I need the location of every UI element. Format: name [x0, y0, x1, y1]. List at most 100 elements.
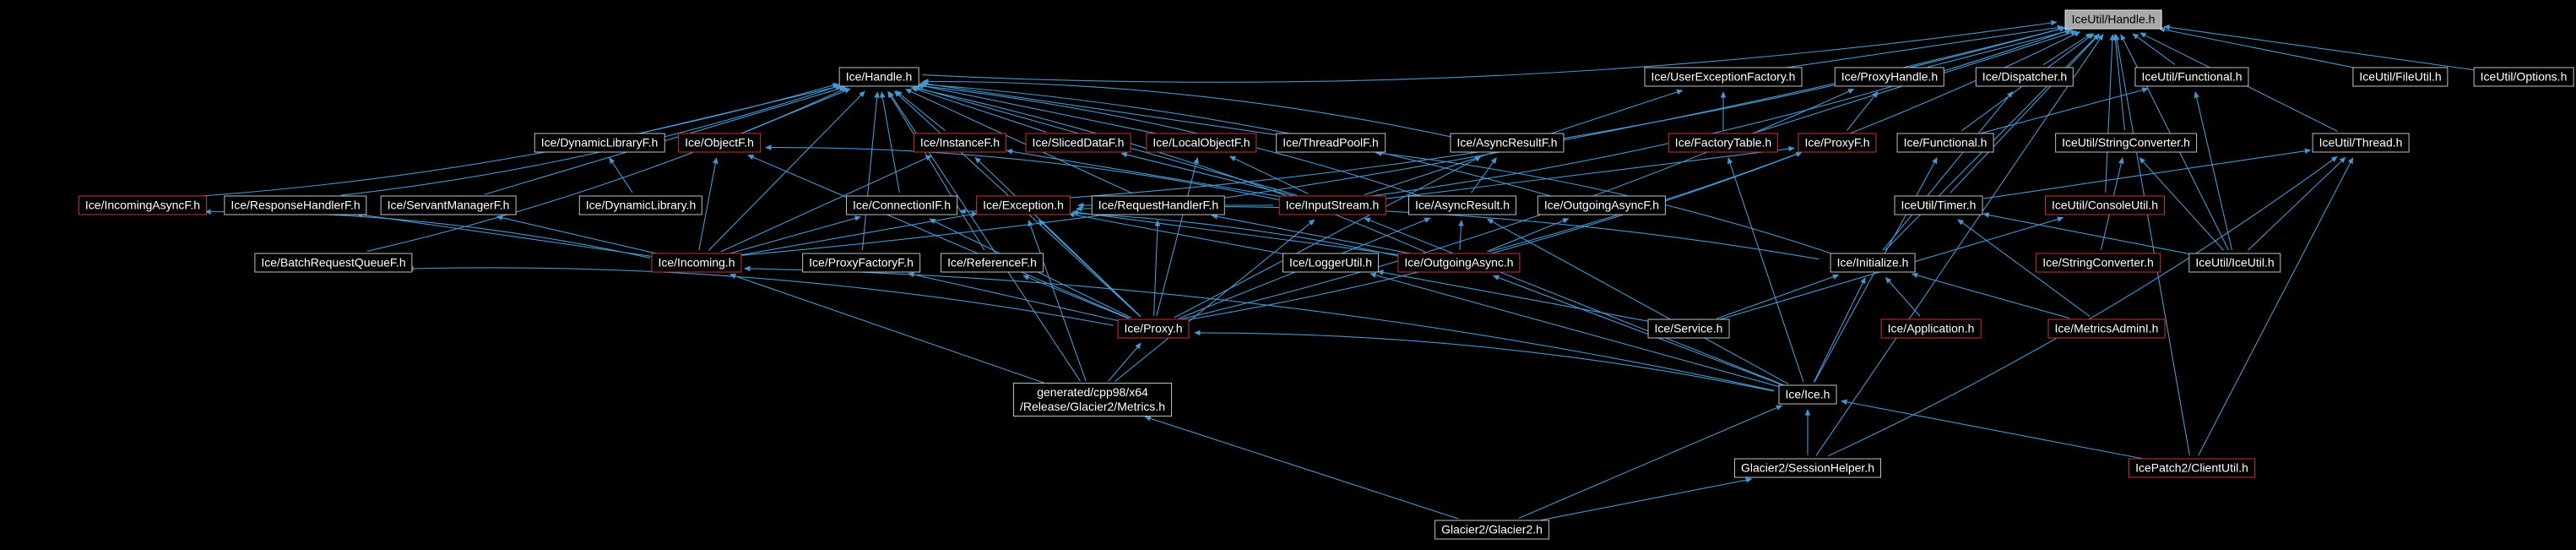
graph-node-inputstream[interactable]: Ice/InputStream.h — [1278, 195, 1386, 215]
edge-instancef-to-ice_handle — [895, 90, 946, 132]
graph-node-threadpoolf[interactable]: Ice/ThreadPoolF.h — [1276, 133, 1386, 153]
edge-application-to-initialize — [1885, 276, 1921, 317]
edge-inputstream-to-instancef — [1006, 149, 1287, 199]
edge-inputstream-to-objectf — [765, 144, 1280, 201]
graph-node-instancef[interactable]: Ice/InstanceF.h — [913, 133, 1007, 153]
graph-node-service[interactable]: Ice/Service.h — [1647, 319, 1730, 339]
graph-node-userexceptionfactory[interactable]: Ice/UserExceptionFactory.h — [1644, 67, 1803, 87]
edge-ice_ice-to-outgoingasync — [1492, 275, 1784, 386]
graph-node-ice_handle[interactable]: Ice/Handle.h — [838, 67, 919, 87]
graph-node-sessionhelper[interactable]: Glacier2/SessionHelper.h — [1734, 458, 1881, 478]
edge-timer-to-thread — [1983, 148, 2312, 199]
edge-timer-to-iceutil_handle — [1950, 33, 2101, 193]
edge-iceutil_iceutil-to-timer — [1982, 212, 2192, 255]
graph-node-sliceddataf[interactable]: Ice/SlicedDataF.h — [1025, 133, 1131, 153]
edge-incomingasyncf-to-ice_handle — [192, 83, 839, 198]
graph-node-thread[interactable]: IceUtil/Thread.h — [2312, 133, 2410, 153]
graph-node-incomingasyncf[interactable]: Ice/IncomingAsyncF.h — [78, 195, 208, 215]
graph-node-dynamiclibraryf[interactable]: Ice/DynamicLibraryF.h — [534, 133, 665, 153]
edge-loggerutil-to-exception — [1067, 212, 1288, 255]
edge-iceutil_iceutil-to-iceutil_functional — [2194, 91, 2233, 251]
edge-outgoingasync-to-exception — [1071, 210, 1406, 257]
edge-inputstream-to-sliceddataf — [1120, 151, 1294, 197]
edge-incoming-to-connectionif — [729, 215, 861, 254]
edge-dynamiclibrary-to-dynamiclibraryf — [609, 157, 633, 193]
graph-node-outgoingasyncf[interactable]: Ice/OutgoingAsyncF.h — [1537, 195, 1667, 215]
edge-proxyf-to-proxyhandle — [1847, 91, 1879, 131]
graph-node-proxyfactoryf[interactable]: Ice/ProxyFactoryF.h — [802, 253, 920, 273]
graph-node-clientutil[interactable]: IcePatch2/ClientUtil.h — [2129, 458, 2255, 478]
edge-incoming-to-servantmanagerf — [496, 215, 660, 255]
edge-referencef-to-ice_handle — [887, 90, 985, 251]
graph-node-factorytable[interactable]: Ice/FactoryTable.h — [1668, 133, 1779, 153]
edge-ice_ice-to-initialize — [1813, 277, 1866, 383]
edge-sliceddataf-to-ice_handle — [910, 86, 1047, 133]
graph-node-servantmanagerf[interactable]: Ice/ServantManagerF.h — [380, 195, 517, 215]
graph-node-asyncresultf[interactable]: Ice/AsyncResultF.h — [1450, 133, 1565, 153]
graph-node-asyncresult[interactable]: Ice/AsyncResult.h — [1407, 195, 1517, 215]
graph-node-iceutil_handle[interactable]: IceUtil/Handle.h — [2064, 9, 2162, 30]
graph-node-batchrequestqueuef[interactable]: Ice/BatchRequestQueueF.h — [254, 253, 413, 273]
graph-node-ice_stringconverter[interactable]: Ice/StringConverter.h — [2036, 253, 2161, 273]
graph-node-proxyf[interactable]: Ice/ProxyF.h — [1798, 133, 1877, 153]
edge-inputstream-to-proxyf — [1383, 145, 1795, 200]
edge-proxy-to-batchrequestqueuef — [407, 265, 1114, 326]
graph-node-initialize[interactable]: Ice/Initialize.h — [1830, 253, 1916, 273]
edge-userexceptionfactory-to-iceutil_handle — [1783, 25, 2064, 69]
graph-node-dispatcher[interactable]: Ice/Dispatcher.h — [1975, 67, 2074, 87]
edge-incoming-to-incomingasyncf — [204, 209, 651, 259]
edge-glacier2-to-ice_ice — [1518, 405, 1783, 519]
edge-metrics-to-exception — [1028, 220, 1087, 382]
graph-node-iceutil_stringconverter[interactable]: IceUtil/StringConverter.h — [2055, 133, 2197, 153]
edge-incoming-to-instancef — [720, 155, 933, 253]
graph-node-ice_functional[interactable]: Ice/Functional.h — [1896, 133, 1994, 153]
graph-node-incoming[interactable]: Ice/Incoming.h — [651, 253, 742, 273]
edge-ice_ice-to-proxy — [1194, 329, 1774, 392]
edge-outgoingasync-to-outgoingasyncf — [1487, 218, 1570, 253]
graph-node-proxy[interactable]: Ice/Proxy.h — [1117, 319, 1190, 339]
edge-metricsadmini-to-timer — [1957, 219, 2091, 317]
graph-node-exception[interactable]: Ice/Exception.h — [976, 195, 1071, 215]
graph-node-ice_ice[interactable]: Ice/Ice.h — [1778, 384, 1837, 405]
edge-clientutil-to-thread — [2198, 157, 2354, 456]
graph-node-iceutil_iceutil[interactable]: IceUtil/IceUtil.h — [2188, 253, 2281, 273]
graph-node-connectionif[interactable]: Ice/ConnectionIF.h — [846, 195, 957, 215]
edge-proxy-to-requesthandlerf — [1153, 220, 1161, 317]
edge-service-to-initialize — [1716, 274, 1840, 319]
graph-node-timer[interactable]: IceUtil/Timer.h — [1894, 195, 1983, 215]
graph-node-options[interactable]: IceUtil/Options.h — [2473, 67, 2574, 87]
edge-fileutil-to-iceutil_handle — [2158, 26, 2356, 69]
edge-sessionhelper-to-iceutil_handle — [1815, 34, 2104, 456]
edge-batchrequestqueuef-to-ice_handle — [366, 87, 848, 252]
graph-node-glacier2[interactable]: Glacier2/Glacier2.h — [1434, 520, 1549, 540]
edge-outgoingasync-to-requesthandlerf — [1211, 214, 1413, 255]
graph-node-metricsadmini[interactable]: Ice/MetricsAdminI.h — [2047, 319, 2166, 339]
graph-node-localobjectf[interactable]: Ice/LocalObjectF.h — [1146, 133, 1257, 153]
graph-node-dynamiclibrary[interactable]: Ice/DynamicLibrary.h — [578, 195, 703, 215]
edge-inputstream-to-localobjectf — [1228, 155, 1309, 194]
graph-node-fileutil[interactable]: IceUtil/FileUtil.h — [2352, 67, 2449, 87]
edge-ice_ice-to-loggerutil — [1369, 272, 1780, 388]
edge-ice_ice-to-incoming — [744, 265, 1775, 391]
graph-node-responsehandlerf[interactable]: Ice/ResponseHandlerF.h — [224, 195, 367, 215]
edge-incoming-to-ice_handle — [708, 90, 865, 251]
graph-node-proxyhandle[interactable]: Ice/ProxyHandle.h — [1834, 67, 1945, 87]
edge-ice_functional-to-iceutil_functional — [1981, 87, 2149, 134]
graph-node-iceutil_functional[interactable]: IceUtil/Functional.h — [2134, 67, 2249, 87]
graph-node-application[interactable]: Ice/Application.h — [1880, 319, 1982, 339]
graph-node-loggerutil[interactable]: Ice/LoggerUtil.h — [1282, 253, 1380, 273]
edge-incoming-to-objectf — [698, 157, 719, 251]
edge-proxy-to-localobjectf — [1156, 157, 1199, 317]
graph-node-objectf[interactable]: Ice/ObjectF.h — [678, 133, 761, 153]
edge-metrics-to-inputstream — [1114, 219, 1315, 383]
graph-node-outgoingasync[interactable]: Ice/OutgoingAsync.h — [1397, 253, 1521, 273]
edge-requesthandlerf-to-ice_handle — [905, 89, 1133, 194]
edge-proxyhandle-to-iceutil_handle — [1927, 28, 2073, 68]
edge-dispatcher-to-iceutil_handle — [2042, 33, 2092, 66]
graph-node-metrics[interactable]: generated/cpp98/x64 /Release/Glacier2/Me… — [1013, 383, 1172, 417]
graph-node-referencef[interactable]: Ice/ReferenceF.h — [941, 253, 1044, 273]
graph-node-consoleutil[interactable]: IceUtil/ConsoleUtil.h — [2044, 195, 2166, 215]
edge-asyncresult-to-asyncresultf — [1471, 157, 1497, 193]
graph-node-requesthandlerf[interactable]: Ice/RequestHandlerF.h — [1091, 195, 1226, 215]
